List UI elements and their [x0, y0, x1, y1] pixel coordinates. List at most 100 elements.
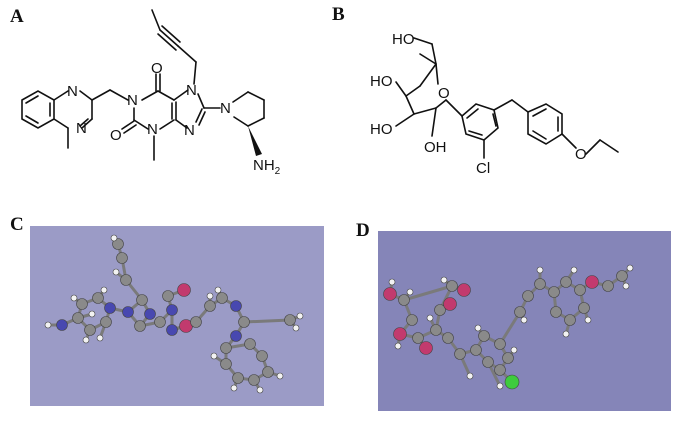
- panel-d-atom-h: [406, 288, 414, 296]
- panel-c-atom-h: [82, 336, 90, 344]
- panel-d-atom-c: [482, 356, 494, 368]
- atom-n6: N: [184, 122, 195, 139]
- panel-c-atom-n: [144, 308, 156, 320]
- panel-c-atom-n: [122, 306, 134, 318]
- panel-d-atom-c: [502, 352, 514, 364]
- panel-c-atom-h: [88, 310, 96, 318]
- panel-c-atom-c: [120, 274, 132, 286]
- panel-c-atom-n: [230, 330, 242, 342]
- panel-c-atom-h: [70, 294, 78, 302]
- panel-c-atom-c: [220, 342, 232, 354]
- panel-d-atom-h: [394, 342, 402, 350]
- panel-d-atom-c: [446, 280, 458, 292]
- panel-d-atom-h: [510, 346, 518, 354]
- panel-label-b: B: [332, 4, 345, 25]
- panel-c-atom-c: [220, 358, 232, 370]
- panel-d-atom-c: [522, 290, 534, 302]
- panel-d-atom-c: [616, 270, 628, 282]
- panel-d-atom-h: [584, 316, 592, 324]
- panel-d-atom-h: [466, 372, 474, 380]
- panel-d-atom-h: [536, 266, 544, 274]
- panel-c-atom-h: [230, 384, 238, 392]
- panel-d-atom-h: [520, 316, 528, 324]
- atom-n2: N: [76, 120, 87, 137]
- panel-d-atom-c: [494, 364, 506, 376]
- panel-c-atom-h: [292, 324, 300, 332]
- panel-c-bond: [243, 318, 291, 324]
- atom-ho3: HO: [370, 121, 393, 138]
- panel-d-atom-c: [494, 338, 506, 350]
- panel-d-bond: [498, 311, 522, 345]
- panel-c-atom-c: [134, 320, 146, 332]
- panel-d-atom-o: [419, 341, 433, 355]
- atom-n4: N: [147, 121, 158, 138]
- panel-c-atom-c: [76, 298, 88, 310]
- atom-oh4: OH: [424, 139, 447, 156]
- panel-c-atom-c: [262, 366, 274, 378]
- panel-c-atom-c: [100, 316, 112, 328]
- panel-d-atom-h: [622, 282, 630, 290]
- atom-n1: N: [67, 83, 78, 100]
- panel-d-atom-c: [412, 332, 424, 344]
- panel-d-atom-o: [457, 283, 471, 297]
- atom-o2: O: [110, 127, 122, 144]
- panel-d-atom-h: [626, 264, 634, 272]
- panel-d-atom-c: [398, 294, 410, 306]
- panel-c-atom-n: [56, 319, 68, 331]
- panel-d-atom-c: [548, 286, 560, 298]
- panel-d-atom-c: [454, 348, 466, 360]
- panel-c-atom-h: [206, 292, 214, 300]
- panel-c-atom-c: [136, 294, 148, 306]
- atom-n3: N: [127, 92, 138, 109]
- panel-c-atom-h: [256, 386, 264, 394]
- panel-c-atom-h: [96, 334, 104, 342]
- panel-c-atom-c: [216, 292, 228, 304]
- structure-b-atom-labels: HO HO HO OH O Cl O: [370, 31, 587, 177]
- panel-d-atom-h: [496, 382, 504, 390]
- panel-c-atom-h: [214, 286, 222, 294]
- panel-c-atom-c: [84, 324, 96, 336]
- atom-o-ring: O: [438, 85, 450, 102]
- panel-d-atom-c: [560, 276, 572, 288]
- panel-c-atom-c: [238, 316, 250, 328]
- panel-label-d: D: [356, 220, 370, 241]
- panel-c-atom-c: [92, 292, 104, 304]
- panel-c-atom-o: [177, 283, 191, 297]
- structure-b-bonds: [395, 37, 619, 159]
- atom-nh2-main: NH: [253, 157, 275, 174]
- panel-d-atom-o: [393, 327, 407, 341]
- panel-c-atom-c: [162, 290, 174, 302]
- panel-c-atom-h: [110, 234, 118, 242]
- panel-d-molecule: [383, 264, 634, 390]
- panel-c-atom-c: [244, 338, 256, 350]
- panel-d-atom-c: [430, 324, 442, 336]
- panel-c-atom-h: [44, 321, 52, 329]
- panel-c-atom-n: [104, 302, 116, 314]
- panel-d-atom-h: [562, 330, 570, 338]
- panel-d-atom-o: [443, 297, 457, 311]
- panel-c-atom-h: [296, 312, 304, 320]
- panel-d-atom-c: [470, 344, 482, 356]
- panel-c-atom-c: [284, 314, 296, 326]
- panel-c-atom-c: [256, 350, 268, 362]
- atom-ho1: HO: [392, 31, 415, 48]
- panel-c-atom-c: [154, 316, 166, 328]
- panel-d-atom-c: [574, 284, 586, 296]
- panel-c-atom-c: [190, 316, 202, 328]
- panel-c-atom-n: [166, 304, 178, 316]
- atom-cl: Cl: [476, 160, 490, 177]
- panel-label-a: A: [10, 6, 24, 27]
- atom-o1: O: [151, 60, 163, 77]
- atom-nh2-subscript: 2: [275, 166, 281, 177]
- atom-ho2: HO: [370, 73, 393, 90]
- structure-a-bonds: [21, 9, 265, 161]
- panel-c-atom-h: [100, 286, 108, 294]
- panel-d-atom-c: [478, 330, 490, 342]
- atom-nh2: NH2: [253, 157, 281, 177]
- panel-d-atom-c: [534, 278, 546, 290]
- atom-o-ether: O: [575, 146, 587, 163]
- atom-n5: N: [186, 82, 197, 99]
- panel-c-atom-h: [276, 372, 284, 380]
- panel-c-atom-h: [112, 268, 120, 276]
